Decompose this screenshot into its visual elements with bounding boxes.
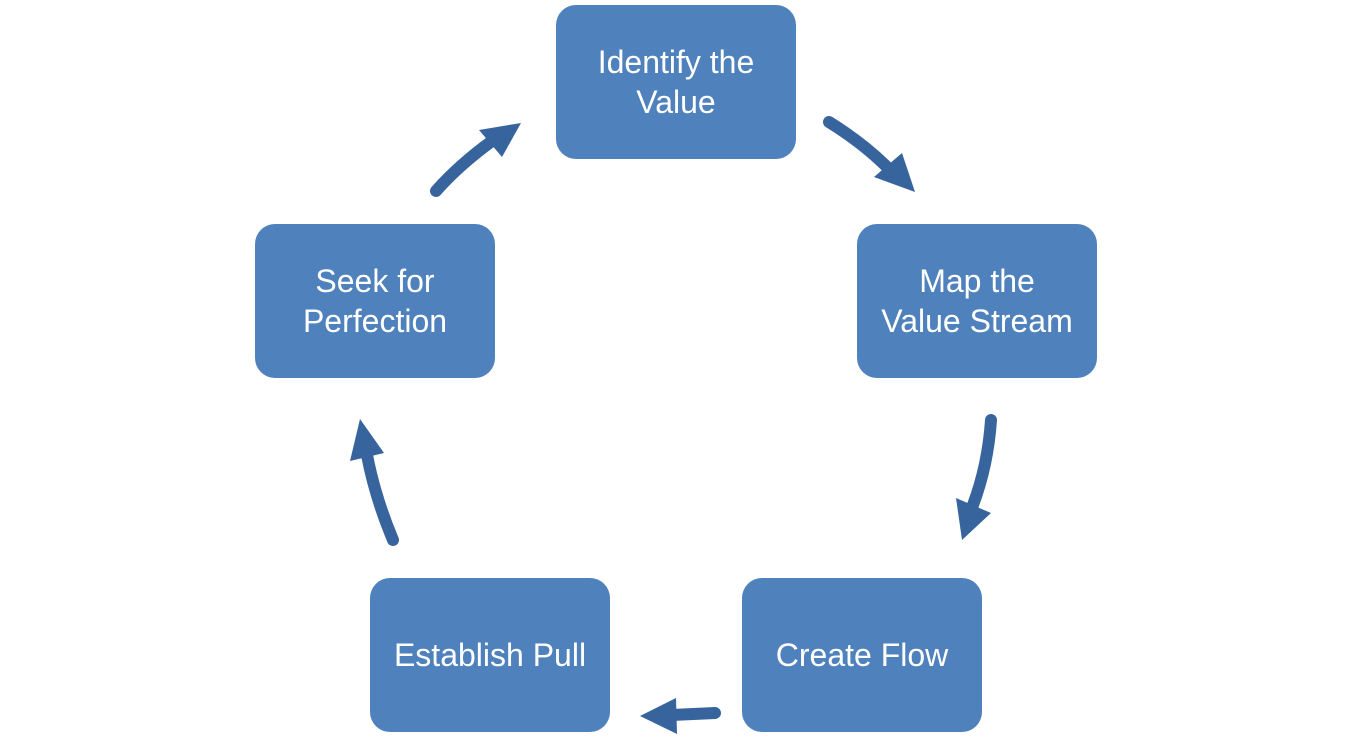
- step-map-the-value-stream: Map the Value Stream: [857, 224, 1097, 378]
- step-label: Map the Value Stream: [881, 263, 1073, 339]
- step-create-flow: Create Flow: [742, 578, 982, 732]
- step-label: Seek for Perfection: [302, 263, 448, 339]
- step-identify-the-value: Identify the Value: [556, 5, 796, 159]
- arrow-identify-to-map: [823, 116, 894, 174]
- arrowhead-pull-to-seek: [350, 419, 384, 461]
- step-label: Create Flow: [775, 637, 949, 673]
- arrow-flow-to-pull: [666, 707, 721, 721]
- arrow-map-to-flow: [967, 414, 997, 511]
- arrowhead-map-to-flow: [956, 498, 991, 540]
- step-label: Identify the Value: [597, 44, 755, 120]
- step-label: Establish Pull: [393, 637, 587, 673]
- arrowhead-seek-to-identify: [479, 123, 521, 157]
- step-seek-for-perfection: Seek for Perfection: [255, 224, 495, 378]
- arrow-pull-to-seek: [361, 449, 399, 546]
- arrow-seek-to-identify: [430, 135, 498, 197]
- arrowhead-flow-to-pull: [640, 698, 677, 734]
- arrowhead-identify-to-map: [874, 153, 915, 192]
- step-establish-pull: Establish Pull: [370, 578, 610, 732]
